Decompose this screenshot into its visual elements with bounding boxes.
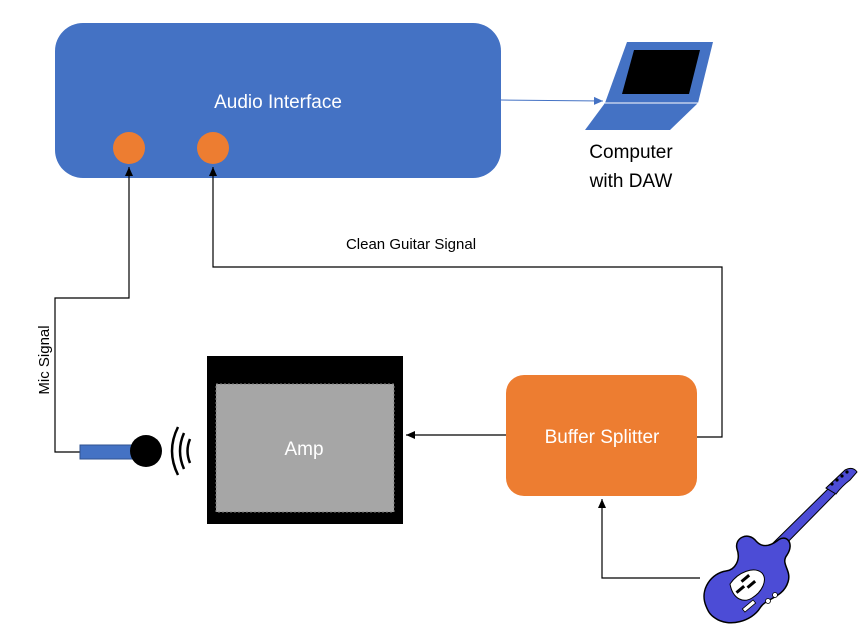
clean-guitar-signal-label: Clean Guitar Signal (346, 236, 476, 253)
microphone-head (130, 435, 162, 467)
laptop-keyboard (585, 103, 698, 130)
audio-interface: Audio Interface (55, 23, 501, 178)
buffer-splitter: Buffer Splitter (506, 375, 697, 496)
audio-interface-box (55, 23, 501, 178)
clean-guitar-signal-line (209, 167, 723, 438)
electric-guitar-icon (703, 467, 858, 624)
amp-grille (215, 383, 395, 513)
computer-label-line1: Computer (589, 142, 673, 163)
audio-interface-label: Audio Interface (214, 92, 342, 113)
microphone-icon (79, 435, 162, 467)
guitar-to-splitter-line (598, 499, 700, 579)
buffer-splitter-box (506, 375, 697, 496)
amp-label: Amp (284, 439, 323, 460)
laptop-screen (622, 50, 700, 94)
mic-signal-label: Mic Signal (36, 325, 53, 394)
microphone-body (79, 444, 139, 460)
sound-waves-icon (170, 426, 192, 476)
computer-label-line2: with DAW (589, 171, 673, 192)
laptop-icon (585, 42, 713, 130)
mic-signal-line (54, 167, 133, 453)
input-jack-1 (113, 132, 145, 164)
usb-connection-arrow (500, 96, 604, 105)
amp: Amp (207, 356, 403, 524)
buffer-splitter-label: Buffer Splitter (545, 427, 660, 448)
input-jack-2 (197, 132, 229, 164)
